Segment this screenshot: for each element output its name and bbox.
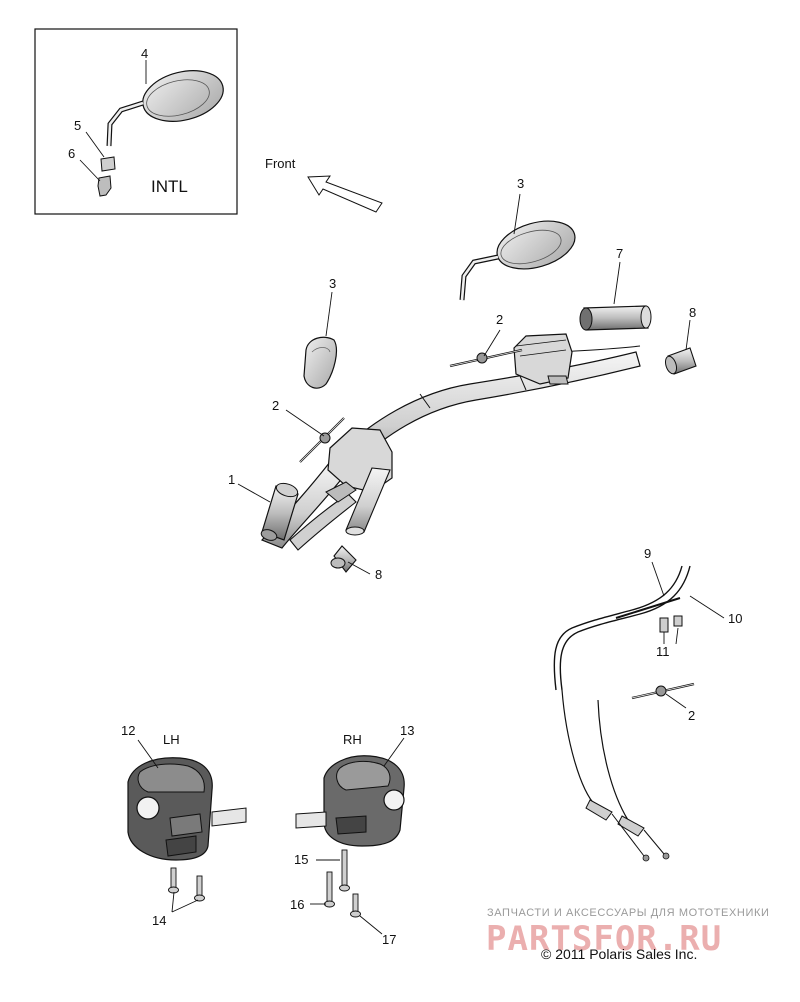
callout-8-right: 8 [689, 305, 697, 320]
part-1-left-grip [260, 482, 299, 541]
rh-label: RH [343, 732, 362, 747]
callout-2-left: 2 [272, 398, 280, 413]
part-7-right-grip [579, 305, 652, 331]
callout-1: 1 [228, 472, 236, 487]
callout-9: 9 [644, 546, 652, 561]
front-arrow [307, 175, 383, 213]
left-lever-assembly [289, 427, 393, 551]
part-3-mirror-right [459, 220, 576, 301]
part-15-screw [339, 849, 350, 892]
callout-2-right: 2 [496, 312, 504, 327]
callout-15: 15 [294, 852, 309, 867]
part-14-screws [168, 867, 205, 902]
watermark-logo: PARTSFOR.RU [486, 919, 723, 959]
watermark-tagline: ЗАПЧАСТИ И АКСЕССУАРЫ ДЛЯ МОТОТЕХНИКИ [487, 907, 770, 919]
callout-5: 5 [74, 118, 82, 133]
copyright-text: © 2011 Polaris Sales Inc. [541, 946, 698, 962]
callout-14: 14 [152, 913, 167, 928]
callout-16: 16 [290, 897, 305, 912]
throttle-cables [553, 565, 691, 862]
part-8-bar-end-left [330, 545, 357, 573]
part-2-cable-tie-cable [631, 682, 695, 700]
front-label: Front [265, 156, 296, 171]
callout-4: 4 [141, 46, 149, 61]
part-17-screw [350, 893, 361, 918]
callout-12: 12 [121, 723, 136, 738]
intl-label: INTL [151, 177, 188, 196]
callout-6: 6 [68, 146, 76, 161]
part-2-cable-tie-left [299, 417, 345, 463]
callout-10: 10 [728, 611, 743, 626]
part-4-mirror-intl [106, 70, 224, 147]
callout-11: 11 [656, 644, 670, 659]
callout-13: 13 [400, 723, 415, 738]
part-6-adapter [97, 175, 112, 197]
callout-8-left: 8 [375, 567, 383, 582]
part-5-nut [100, 156, 116, 172]
intl-inset [34, 28, 238, 215]
lh-label: LH [163, 732, 180, 747]
callout-7: 7 [616, 246, 624, 261]
leader-lines [137, 193, 725, 935]
part-13-rh-switch [295, 755, 405, 847]
part-16-screw [324, 871, 335, 908]
right-lever-assembly [513, 333, 573, 385]
part-12-lh-switch [127, 757, 247, 861]
callout-3-right: 3 [517, 176, 525, 191]
callout-2-cable: 2 [688, 708, 696, 723]
callout-3-left: 3 [329, 276, 337, 291]
part-8-bar-end-right [664, 347, 697, 375]
part-3-mirror-left [303, 336, 338, 389]
callout-17: 17 [382, 932, 397, 947]
